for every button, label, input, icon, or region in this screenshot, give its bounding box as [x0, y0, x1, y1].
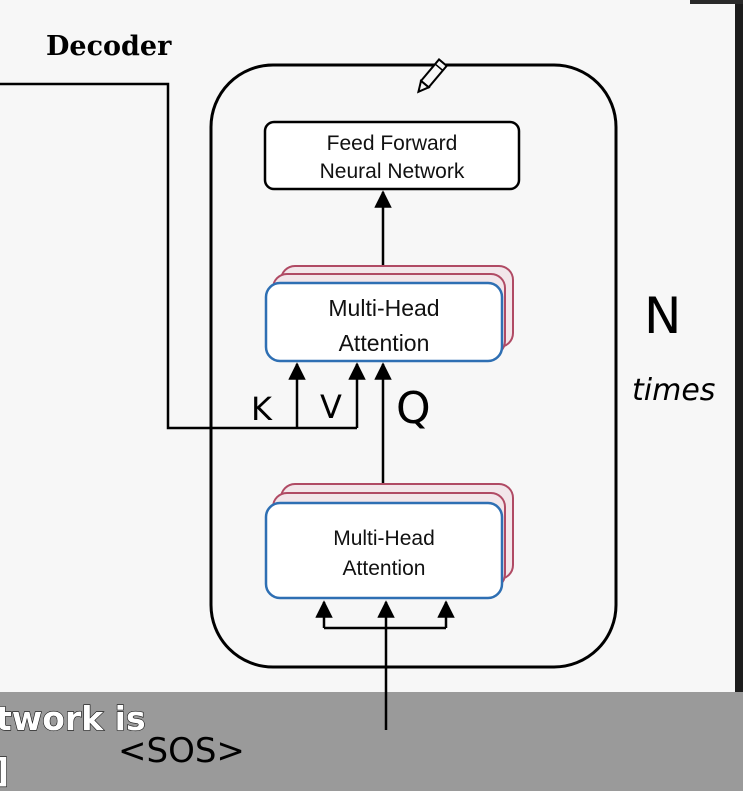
decoder-title: Decoder — [46, 31, 172, 62]
v-label: V — [320, 388, 342, 426]
n-label: N — [644, 287, 681, 345]
times-label: times — [632, 373, 715, 408]
pencil-icon[interactable] — [415, 58, 449, 95]
k-label: K — [251, 390, 273, 428]
caption-line1: twork is — [0, 699, 146, 738]
upper-attention-box[interactable]: Multi-Head Attention — [264, 265, 514, 363]
caption-bar — [0, 692, 743, 791]
upper-attention-front — [264, 281, 504, 363]
lower-attention-box[interactable]: Multi-Head Attention — [264, 483, 514, 600]
caption-line2: ] — [0, 751, 9, 790]
sos-label: <SOS> — [118, 731, 245, 771]
top-right-strip — [690, 0, 743, 4]
q-label: Q — [396, 383, 431, 434]
decoder-block — [209, 63, 618, 669]
ffn-line2: Neural Network — [320, 160, 465, 183]
feed-forward-box[interactable]: Feed Forward Neural Network — [263, 120, 521, 191]
lower-attention-line1: Multi-Head — [333, 527, 435, 550]
ffn-line1: Feed Forward — [327, 132, 458, 155]
encoder-output-line — [0, 82, 357, 430]
right-edge-strip — [735, 0, 743, 791]
lower-attention-line2: Attention — [343, 557, 426, 580]
lower-attention-front — [264, 501, 504, 600]
upper-attention-line1: Multi-Head — [328, 295, 439, 321]
upper-attention-line2: Attention — [339, 330, 430, 356]
